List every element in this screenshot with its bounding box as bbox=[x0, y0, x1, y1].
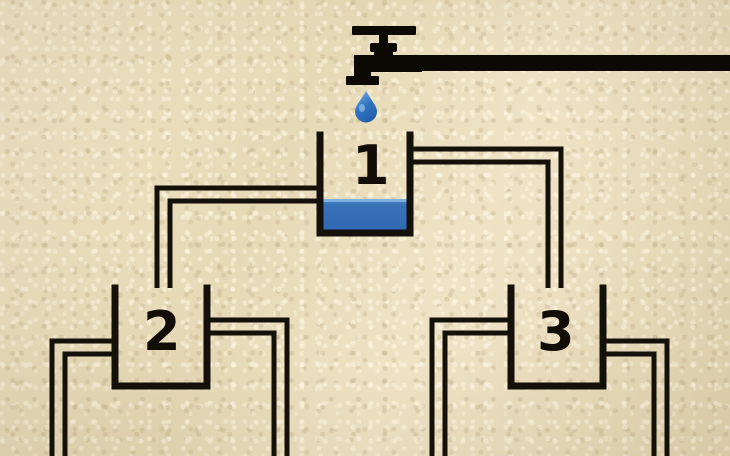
supply-pipe-right bbox=[400, 55, 730, 71]
tank-1-label: 1 bbox=[352, 134, 390, 197]
tank-2-label: 2 bbox=[143, 300, 181, 363]
tank-3 bbox=[507, 284, 607, 390]
tank-1-water bbox=[322, 200, 408, 231]
pipe-tank3-right-outlet bbox=[601, 338, 670, 456]
tank-3-label: 3 bbox=[537, 300, 575, 363]
tank-1-water-surface bbox=[322, 199, 408, 202]
pipe-tank2-left-outlet bbox=[49, 338, 117, 456]
tank-1 bbox=[316, 131, 414, 237]
pipe-tank3-left-outlet bbox=[429, 317, 513, 456]
pipe-tank1-to-tank2 bbox=[154, 185, 322, 288]
faucet-icon[interactable] bbox=[346, 26, 422, 85]
pipe-tank2-right-outlet bbox=[205, 317, 290, 456]
water-drop-icon bbox=[355, 91, 377, 123]
pipe-tank1-to-tank3 bbox=[408, 146, 564, 288]
tank-2 bbox=[111, 284, 211, 390]
